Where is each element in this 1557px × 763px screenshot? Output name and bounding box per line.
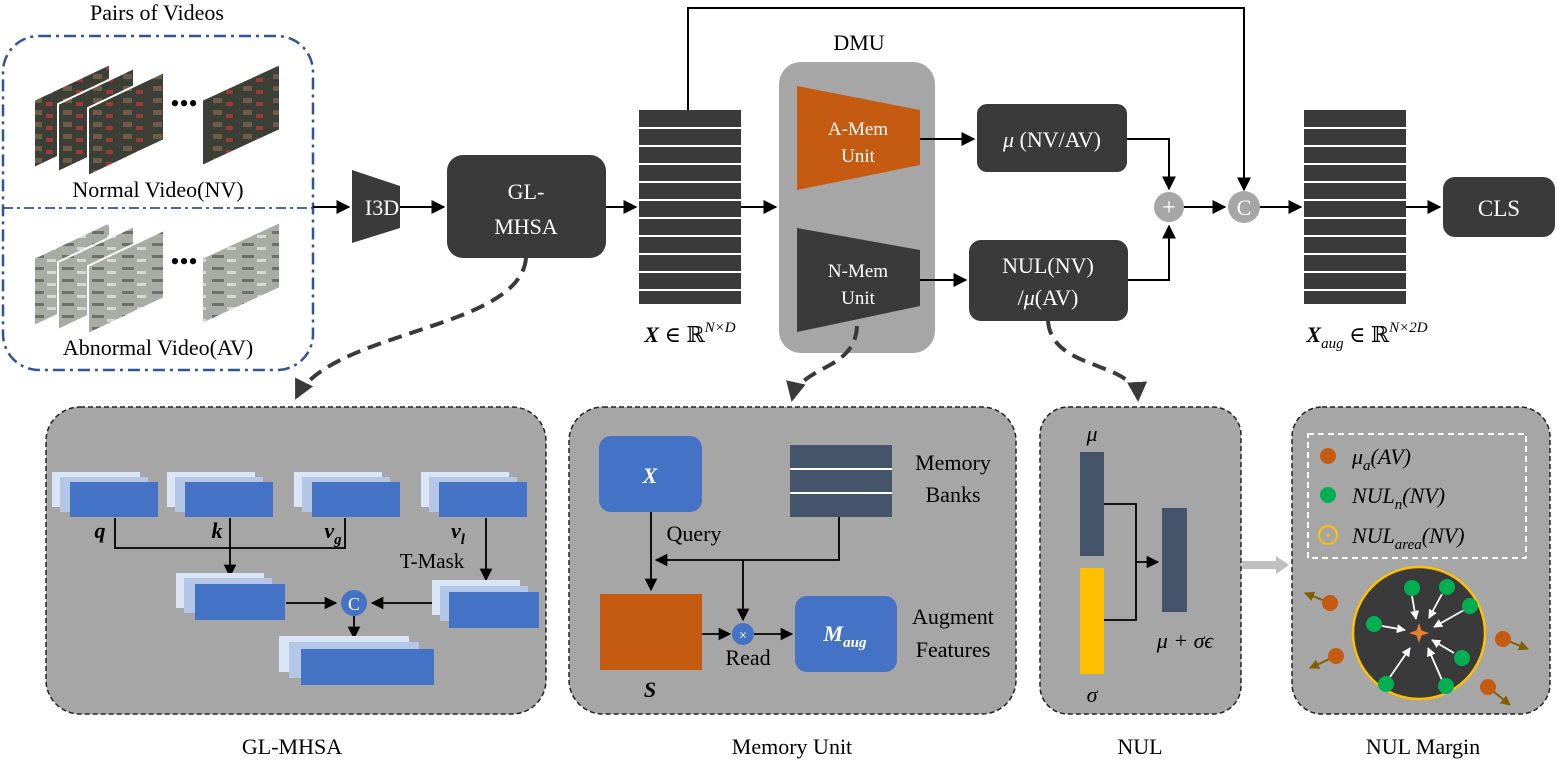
augment-line1: Augment — [912, 604, 994, 629]
legend-nul-n: NULn(NV) — [1351, 483, 1445, 513]
read-label: Read — [725, 645, 770, 670]
expand-memory — [786, 325, 859, 402]
legend-nul-area-marker — [1318, 525, 1338, 545]
vg-label: vg — [324, 518, 342, 548]
xaug-label: Xaug ∈ ℝN×2D — [1305, 320, 1427, 352]
glmhsa-block — [447, 155, 606, 258]
nul-block — [969, 240, 1128, 321]
abnormal-video-label: Abnormal Video(AV) — [63, 335, 253, 360]
query-x-block — [599, 436, 702, 512]
mu-block — [977, 104, 1127, 172]
nul-mu-label: μ — [1085, 421, 1097, 446]
read-times: × — [739, 628, 747, 644]
normal-video-frames — [33, 62, 281, 178]
local-attn-block — [432, 580, 539, 628]
legend-nul-area: NULarea(NV) — [1351, 523, 1465, 553]
memory-banks-line1: Memory — [915, 450, 991, 475]
x-feature-stack — [639, 110, 741, 304]
tmask-label: T-Mask — [400, 549, 465, 573]
legend-mu-a-marker — [1320, 448, 1336, 464]
concat-symbol: C — [1237, 195, 1252, 220]
abnormal-video-frames — [33, 220, 281, 336]
plus-symbol: + — [1162, 195, 1176, 221]
amem-line2: Unit — [841, 146, 876, 167]
nul-caption: NUL — [1117, 734, 1162, 759]
amem-line1: A-Mem — [828, 119, 888, 140]
mu-bar — [1080, 452, 1104, 556]
nul-to-margin-arrow-head — [1276, 556, 1289, 574]
vg-block — [294, 472, 400, 517]
dmu-title: DMU — [833, 30, 884, 55]
glmhsa-concat-symbol: C — [348, 594, 360, 614]
nul-formula: μ + σϵ — [1156, 628, 1215, 653]
legend-mu-a: μa(AV) — [1351, 444, 1411, 474]
vl-block — [421, 472, 527, 517]
concat-node — [1228, 191, 1260, 223]
glmhsa-concat-node — [341, 590, 367, 616]
sigma-bar — [1080, 568, 1104, 674]
global-attn-block — [176, 573, 285, 620]
normal-ellipsis: ••• — [170, 89, 197, 118]
mu-label: μ (NV/AV) — [1002, 127, 1101, 152]
augment-line2: Features — [916, 637, 991, 662]
nul-panel — [1039, 406, 1242, 715]
memory-banks-line2: Banks — [926, 482, 981, 507]
glmhsa-line2: MHSA — [494, 214, 558, 239]
cls-label: CLS — [1478, 196, 1520, 221]
expand-glmhsa — [294, 257, 528, 400]
normal-video-label: Normal Video(NV) — [72, 177, 243, 202]
video-pairs-border — [1, 34, 315, 372]
maug-block — [795, 596, 897, 672]
xaug-feature-stack — [1304, 110, 1406, 304]
glmhsa-line1: GL- — [508, 179, 545, 204]
arrow-nul-to-plus — [1128, 224, 1176, 281]
margin-circle-figure — [1304, 565, 1529, 706]
nmem-line1: N-Mem — [828, 261, 888, 282]
legend-nul-n-marker — [1320, 487, 1336, 503]
k-block — [167, 472, 273, 517]
query-label: Query — [667, 521, 722, 546]
q-label: q — [95, 518, 106, 543]
amem-unit — [797, 86, 920, 190]
cls-block — [1443, 177, 1555, 237]
nul-line1: NUL(NV) — [1002, 253, 1094, 278]
q-block — [52, 472, 158, 517]
nul-sigma-label: σ — [1087, 682, 1099, 707]
glmhsa-caption: GL-MHSA — [242, 734, 342, 759]
arrow-mu-to-plus — [1127, 138, 1176, 191]
maug-label: Maug — [823, 621, 867, 651]
memory-caption: Memory Unit — [732, 734, 852, 759]
s-label: S — [644, 677, 656, 702]
sample-bar — [1162, 508, 1187, 612]
glmhsa-output-block — [279, 636, 434, 685]
vl-label: vl — [451, 518, 466, 548]
x-label: X ∈ ℝN×D — [643, 320, 735, 347]
nmem-unit — [797, 228, 920, 332]
arrow-memory-to-s — [654, 517, 840, 567]
read-node — [732, 623, 754, 645]
s-block — [600, 594, 702, 670]
margin-caption: NUL Margin — [1366, 734, 1480, 759]
query-x-label: X — [642, 463, 659, 488]
expand-nul — [1046, 320, 1148, 402]
i3d-block — [352, 170, 400, 243]
skip-connection — [687, 7, 1251, 192]
sum-node — [1154, 192, 1184, 222]
margin-legend — [1307, 433, 1527, 559]
k-label: k — [212, 518, 223, 543]
nul-line2: /μ(AV) — [1018, 285, 1079, 310]
pairs-title: Pairs of Videos — [90, 0, 224, 25]
nmem-line2: Unit — [841, 288, 876, 309]
memory-banks-block — [790, 445, 892, 517]
abnormal-ellipsis: ••• — [170, 247, 197, 276]
i3d-label: I3D — [365, 195, 399, 220]
